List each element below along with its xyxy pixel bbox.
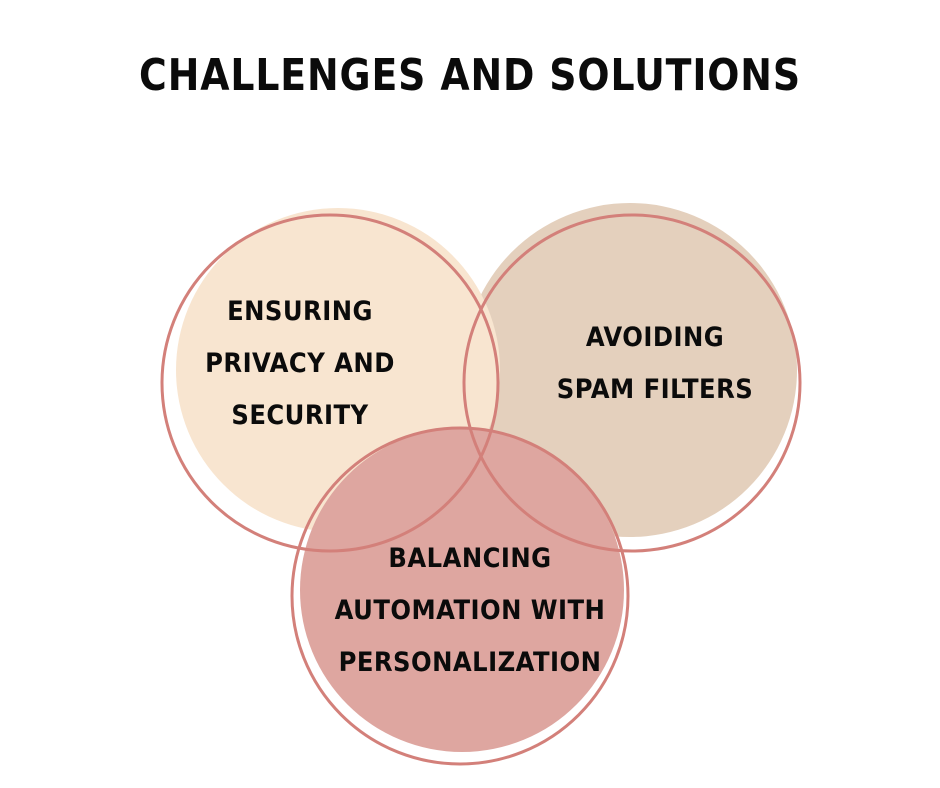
privacy-label: ENSURING PRIVACY AND SECURITY (174, 286, 426, 442)
spam-label: AVOIDING SPAM FILTERS (529, 312, 781, 416)
spam-label-line: AVOIDING (585, 322, 725, 353)
balancing-label-line: BALANCING (388, 543, 552, 574)
privacy-label-line: PRIVACY AND (205, 348, 395, 379)
privacy-label-line: SECURITY (231, 400, 369, 431)
spam-circle-outline (462, 213, 802, 553)
balancing-circle-outline (290, 426, 630, 766)
balancing-label: BALANCING AUTOMATION WITH PERSONALIZATIO… (317, 533, 623, 689)
balancing-label-line: PERSONALIZATION (338, 647, 602, 678)
privacy-label-line: ENSURING (227, 296, 373, 327)
balancing-label-line: AUTOMATION WITH (334, 595, 606, 626)
balancing-circle-fill (300, 428, 624, 752)
privacy-circle-outline (160, 213, 500, 553)
spam-label-line: SPAM FILTERS (556, 374, 754, 405)
diagram-title: CHALLENGES AND SOLUTIONS (139, 50, 801, 101)
